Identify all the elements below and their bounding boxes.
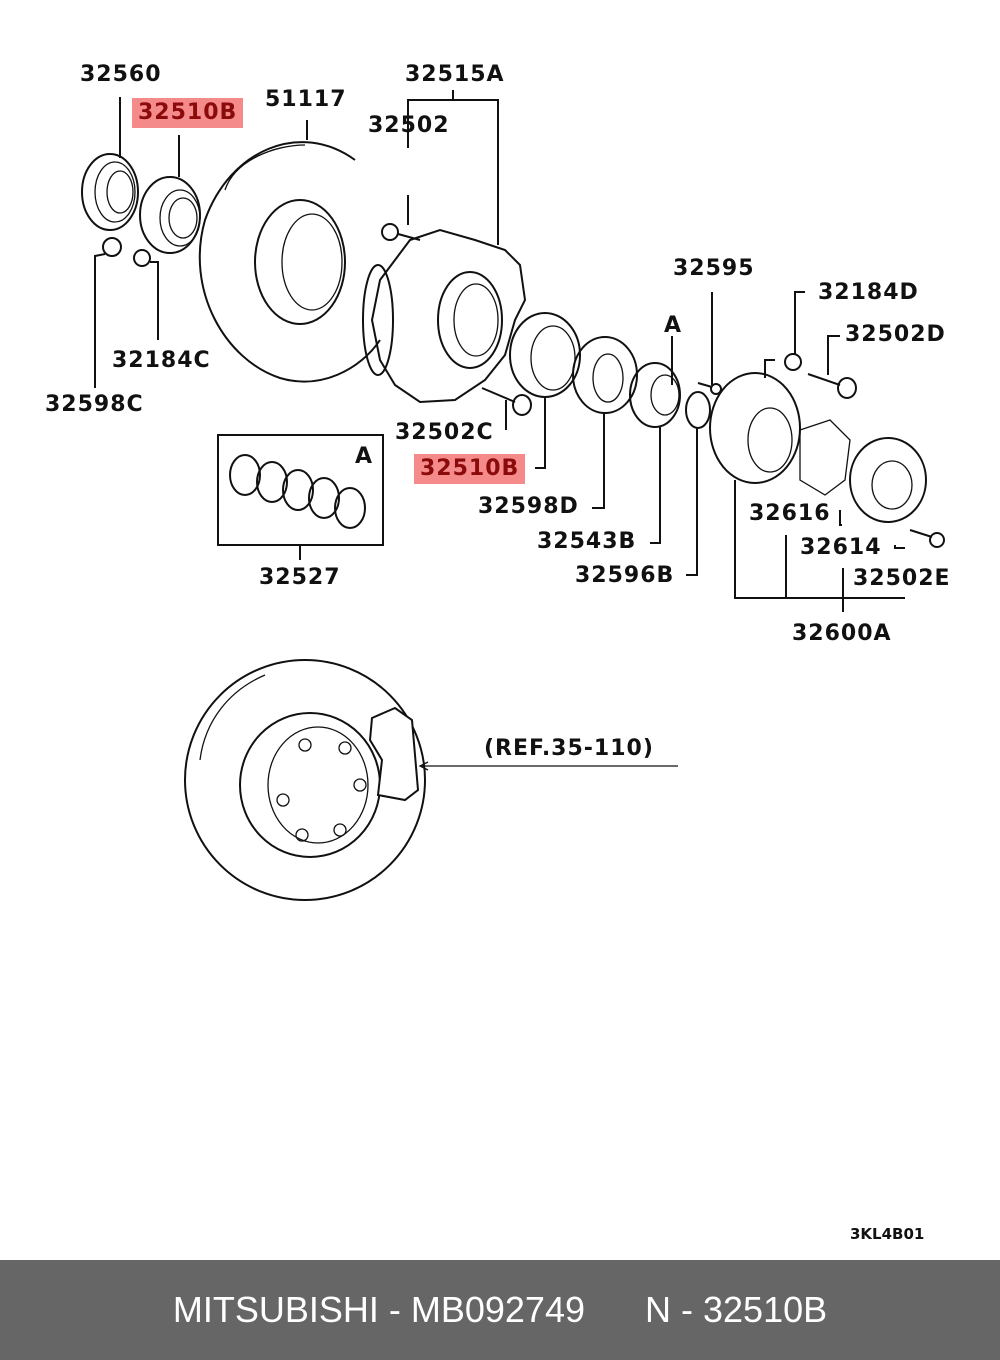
seal-32598d bbox=[572, 336, 638, 414]
callout-32184d: 32184D bbox=[818, 280, 919, 305]
callout-51117: 51117 bbox=[265, 87, 347, 112]
nut-32184c bbox=[133, 249, 151, 267]
callout-box-a: A bbox=[355, 444, 374, 469]
callout-32600a: 32600A bbox=[792, 621, 892, 646]
callout-32510b-highlighted: 32510B bbox=[132, 98, 244, 128]
hub-32515a bbox=[362, 228, 527, 404]
footer-brand: MITSUBISHI bbox=[172, 1289, 379, 1330]
bearing-32510b-outer bbox=[139, 176, 201, 254]
oil-seal-32560 bbox=[81, 153, 139, 231]
callout-32543b: 32543B bbox=[537, 529, 637, 554]
footer-position-code: 32510B bbox=[703, 1289, 828, 1330]
leader-lines bbox=[94, 90, 905, 612]
reference-leader bbox=[418, 761, 678, 771]
callout-32502e: 32502E bbox=[853, 566, 951, 591]
callout-32598d: 32598D bbox=[478, 494, 579, 519]
callout-32510b-highlighted-2: 32510B bbox=[414, 454, 526, 484]
free-wheel-hub-32600a bbox=[709, 372, 927, 523]
footer-separator: - bbox=[378, 1289, 411, 1330]
bolt-32502e bbox=[909, 529, 945, 548]
callout-32614: 32614 bbox=[800, 535, 882, 560]
parts-diagram: 32560 32510B 51117 32515A 32502 32184C 3… bbox=[45, 62, 951, 1243]
seal-kit-32527 bbox=[217, 434, 384, 546]
bolt-32502c bbox=[481, 387, 532, 416]
snap-ring-32596b bbox=[685, 391, 711, 429]
footer-part-number: MB092749 bbox=[410, 1289, 585, 1330]
nut-32598c bbox=[102, 237, 122, 257]
reference-note: (REF.35-110) bbox=[484, 736, 654, 761]
disc-rotor-with-caliper bbox=[184, 659, 426, 901]
brake-rotor-51117 bbox=[198, 141, 381, 383]
callout-32560: 32560 bbox=[80, 62, 162, 87]
callout-32595: 32595 bbox=[673, 256, 755, 281]
callout-32515a: 32515A bbox=[405, 62, 505, 87]
callout-32596b: 32596B bbox=[575, 563, 675, 588]
screw-32595 bbox=[697, 382, 722, 395]
footer-gap bbox=[585, 1289, 645, 1331]
footer-bar: MITSUBISHI - MB092749 N - 32510B bbox=[0, 1260, 1000, 1360]
callout-32527: 32527 bbox=[259, 565, 341, 590]
callout-32502d: 32502D bbox=[845, 322, 946, 347]
callout-32616: 32616 bbox=[749, 501, 831, 526]
diagram-drawing bbox=[81, 90, 945, 901]
drawing-code: 3KL4B01 bbox=[850, 1225, 925, 1243]
lock-washer-32543b bbox=[629, 362, 681, 428]
callout-32598c: 32598C bbox=[45, 392, 144, 417]
bearing-32510b-inner bbox=[509, 312, 581, 398]
callout-32502: 32502 bbox=[368, 113, 450, 138]
callout-32502c: 32502C bbox=[395, 420, 494, 445]
bolt-32502d bbox=[807, 373, 857, 399]
footer-position-prefix: N bbox=[645, 1289, 672, 1330]
footer-separator-2: - bbox=[671, 1289, 704, 1330]
callout-detail-a: A bbox=[664, 313, 683, 338]
nut-32184d bbox=[784, 353, 802, 371]
callout-32184c: 32184C bbox=[112, 348, 211, 373]
stud-bolt-32502 bbox=[381, 223, 421, 241]
